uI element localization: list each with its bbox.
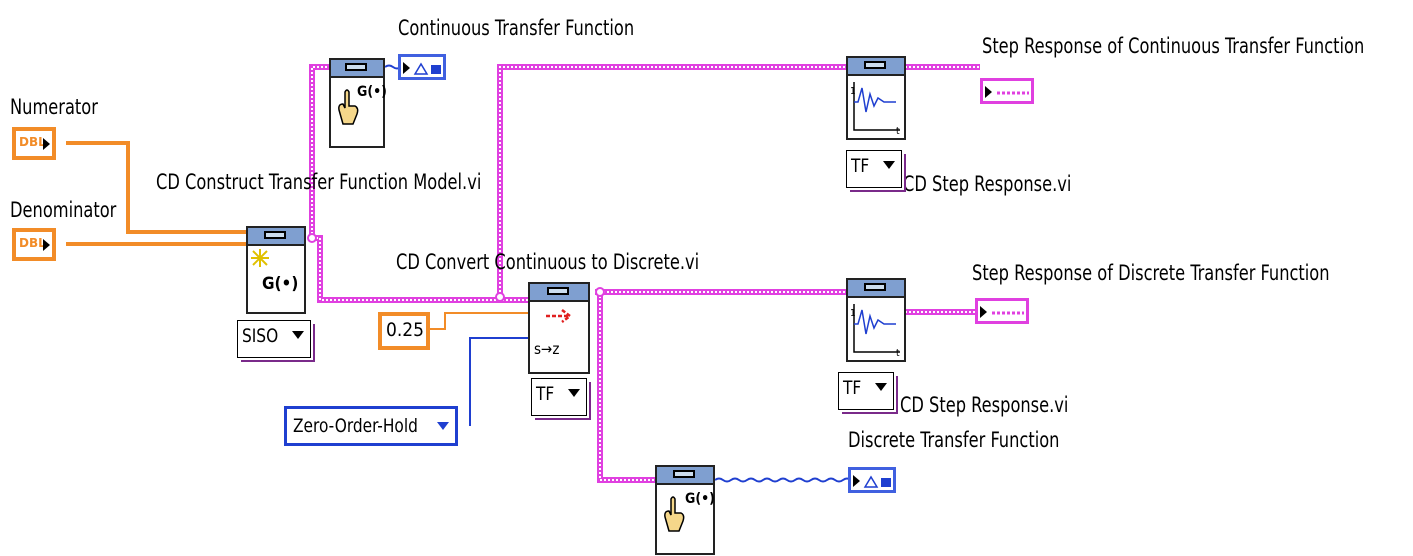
connector-icon xyxy=(547,287,569,295)
output-arrow-icon xyxy=(43,239,50,251)
connector-icon xyxy=(264,231,286,239)
dropdown-arrow-icon xyxy=(292,331,304,339)
construct-icon-text: G(•) xyxy=(262,274,299,294)
dropdown-arrow-icon xyxy=(883,161,895,169)
svg-text:1: 1 xyxy=(850,86,856,97)
discrete-tf-indicator xyxy=(848,467,896,493)
vi-header xyxy=(248,228,304,246)
sample-time-value: 0.25 xyxy=(386,319,425,341)
convert-output-type-selector[interactable]: TF xyxy=(531,378,587,416)
dbl-type-label: DBL xyxy=(19,236,46,250)
numerator-control[interactable]: DBL xyxy=(12,127,56,160)
dropdown-arrow-icon xyxy=(875,383,887,391)
input-arrow-icon xyxy=(980,306,987,318)
wire-method xyxy=(469,337,530,426)
connector-icon xyxy=(864,283,886,291)
input-arrow-icon xyxy=(403,62,410,74)
tf-model-icon xyxy=(413,62,441,75)
construct-tf-vi[interactable]: G(•) xyxy=(246,226,306,314)
construct-vi-label: CD Construct Transfer Function Model.vi xyxy=(156,170,482,194)
convert-arrow-icon xyxy=(546,309,573,323)
dropdown-arrow-icon xyxy=(437,422,449,430)
vi-header xyxy=(657,467,713,485)
vi-header xyxy=(331,60,383,78)
step-cont-label: Step Response of Continuous Transfer Fun… xyxy=(982,34,1365,58)
connector-icon xyxy=(864,61,886,69)
method-selector[interactable]: Zero-Order-Hold xyxy=(284,406,458,446)
step-vi-label-2: CD Step Response.vi xyxy=(900,393,1069,417)
sparkle-icon xyxy=(251,249,269,267)
step-cont-indicator xyxy=(980,78,1034,104)
draw-icon-text: G(•) xyxy=(685,491,715,507)
model-type-value: SISO xyxy=(242,325,279,347)
connector-icon xyxy=(345,63,367,71)
step-plot-icon: 1 t xyxy=(850,304,900,358)
continuous-tf-label: Continuous Transfer Function xyxy=(398,16,635,40)
convert-vi-label: CD Convert Continuous to Discrete.vi xyxy=(396,250,700,274)
continuous-tf-indicator xyxy=(398,54,446,80)
step-tf-selector-2[interactable]: TF xyxy=(838,372,894,410)
tf-model-icon xyxy=(863,475,891,488)
step-vi-label-1: CD Step Response.vi xyxy=(903,172,1072,196)
convert-c2d-vi[interactable]: s→z xyxy=(528,282,590,374)
wire-numerator xyxy=(66,141,248,234)
step-plot-icon: 1 t xyxy=(850,82,900,136)
vi-header xyxy=(530,284,588,302)
dropdown-arrow-icon xyxy=(568,389,580,397)
vi-header xyxy=(848,280,904,298)
hand-icon xyxy=(664,496,685,532)
draw-icon-text: G(•) xyxy=(357,84,387,100)
draw-tf-vi-discrete[interactable]: G(•) xyxy=(655,465,715,555)
draw-tf-vi-continuous[interactable]: G(•) xyxy=(329,58,387,148)
step-disc-indicator xyxy=(975,298,1029,324)
numerator-label: Numerator xyxy=(10,95,98,119)
graph-cluster-icon xyxy=(992,311,1024,315)
input-arrow-icon xyxy=(853,475,860,487)
svg-text:t: t xyxy=(896,348,900,358)
step-tf-selector-1[interactable]: TF xyxy=(846,150,902,188)
wire-draw-disc xyxy=(714,477,852,483)
step-response-vi-1[interactable]: 1 t xyxy=(846,56,906,140)
wire-tf-to-draw xyxy=(597,292,655,483)
input-arrow-icon xyxy=(985,86,992,98)
hand-icon xyxy=(338,89,359,125)
discrete-tf-label: Discrete Transfer Function xyxy=(848,428,1060,452)
svg-text:t: t xyxy=(896,126,900,136)
tf-type-value: TF xyxy=(843,377,862,399)
wire-sample-time xyxy=(428,312,530,330)
tf-type-value: TF xyxy=(851,155,870,177)
wire-tf-construct-out xyxy=(309,64,330,238)
model-type-selector[interactable]: SISO xyxy=(237,320,311,358)
denominator-control[interactable]: DBL xyxy=(12,228,56,261)
connector-icon xyxy=(673,470,695,478)
convert-icon-text: s→z xyxy=(534,340,560,358)
step-disc-label: Step Response of Discrete Transfer Funct… xyxy=(972,261,1330,285)
dbl-type-label: DBL xyxy=(19,135,46,149)
method-value: Zero-Order-Hold xyxy=(293,415,418,437)
vi-header xyxy=(848,58,904,76)
svg-text:1: 1 xyxy=(850,308,856,319)
step-response-vi-2[interactable]: 1 t xyxy=(846,278,906,362)
output-arrow-icon xyxy=(43,138,50,150)
denominator-label: Denominator xyxy=(10,198,117,222)
output-type-value: TF xyxy=(536,383,555,405)
graph-cluster-icon xyxy=(997,91,1029,95)
sample-time-constant[interactable]: 0.25 xyxy=(378,312,430,350)
